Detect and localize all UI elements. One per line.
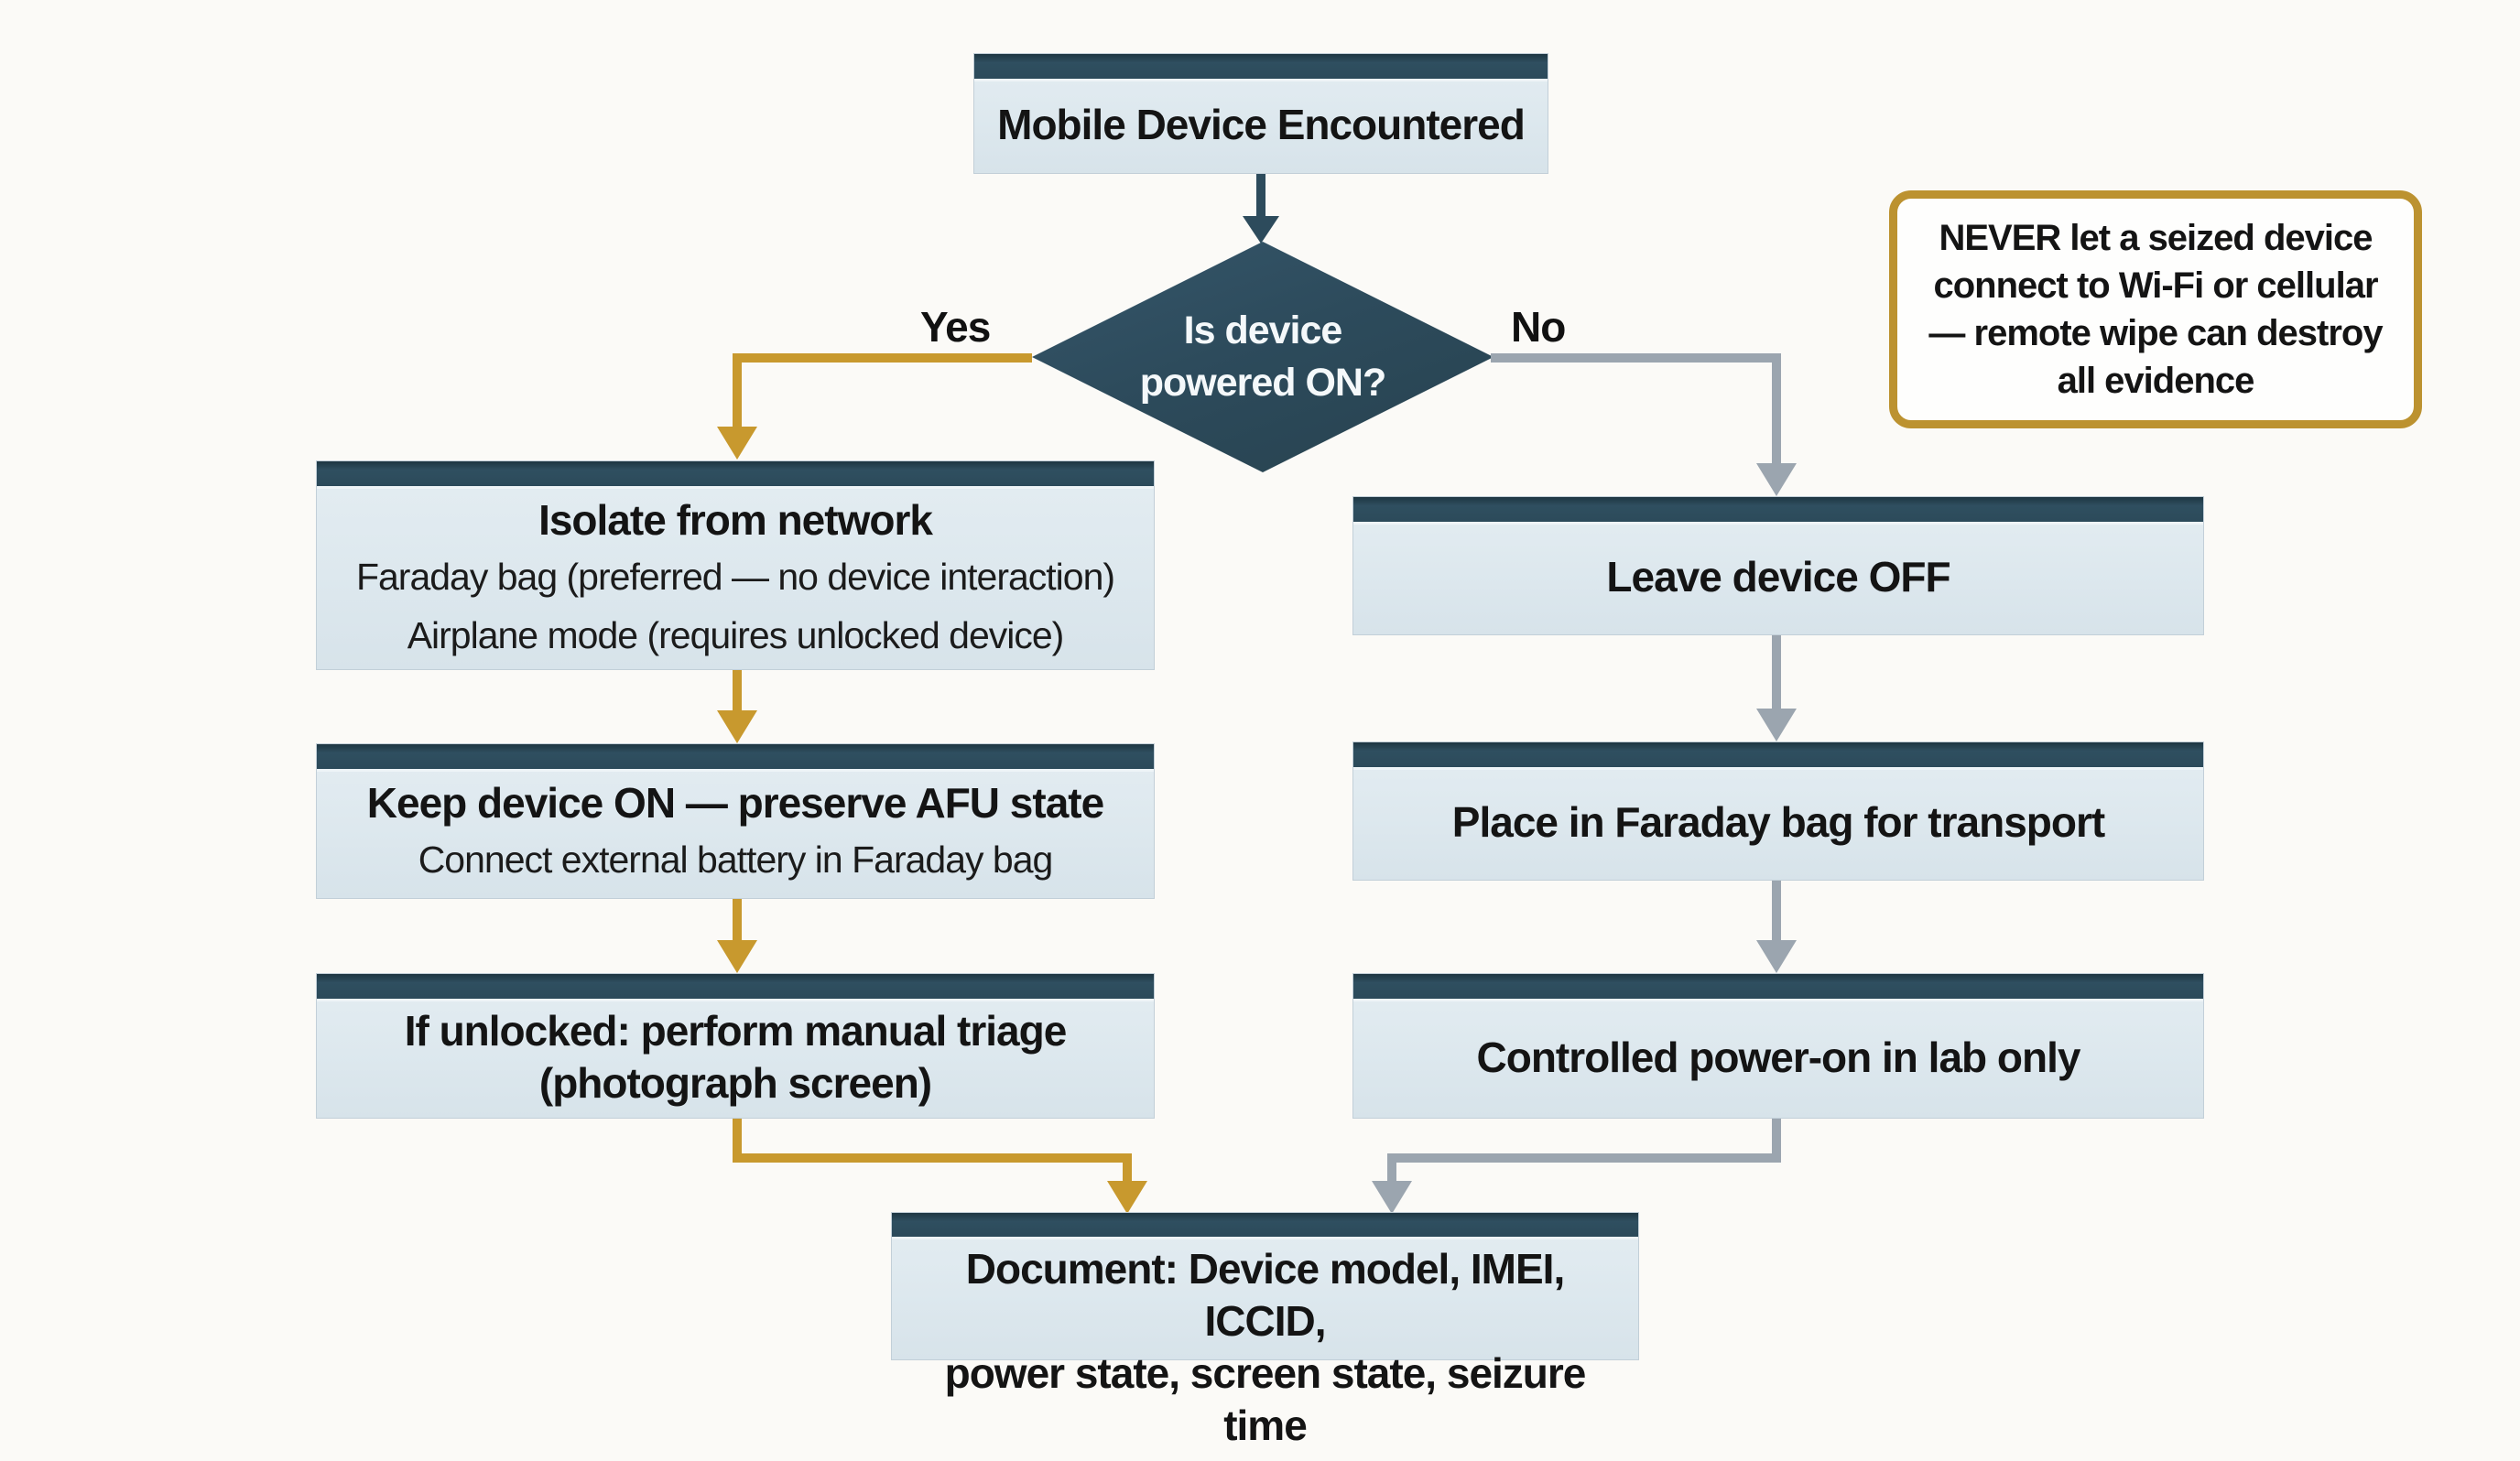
node-header-bar bbox=[317, 974, 1154, 1001]
node-title-line-1: Document: Device model, IMEI, ICCID, bbox=[965, 1245, 1565, 1345]
node-title-line-2: power state, screen state, seizure time bbox=[944, 1349, 1587, 1449]
yes-branch-vertical-line bbox=[733, 353, 742, 427]
left-branch-elbow-horizontal-line bbox=[733, 1153, 1132, 1163]
node-subtext-2: Airplane mode (requires unlocked device) bbox=[407, 614, 1065, 656]
yes-branch-horizontal-line bbox=[733, 353, 1032, 363]
node-subtext-1: Faraday bag (preferred — no device inter… bbox=[355, 556, 1115, 598]
controlled-power-on-node: Controlled power-on in lab only bbox=[1352, 973, 2204, 1119]
node-title: Keep device ON — preserve AFU state bbox=[366, 779, 1104, 827]
arrowhead-down-icon bbox=[1372, 1181, 1412, 1214]
right-branch-elbow-drop-line bbox=[1387, 1153, 1396, 1183]
arrowhead-down-icon bbox=[1756, 463, 1797, 496]
arrowhead-down-icon bbox=[717, 940, 757, 973]
no-branch-horizontal-line bbox=[1491, 353, 1781, 363]
node-header-bar bbox=[974, 54, 1548, 81]
left-branch-elbow-drop-line bbox=[1123, 1153, 1132, 1183]
decision-node: Is device powered ON? bbox=[1032, 242, 1494, 472]
left-branch-connector-line bbox=[733, 899, 742, 942]
decision-line-1: Is device bbox=[1183, 308, 1343, 352]
warning-line-1: NEVER let a seized device bbox=[1939, 218, 2373, 258]
warning-callout: NEVER let a seized device connect to Wi-… bbox=[1889, 190, 2422, 428]
node-title: Place in Faraday bag for transport bbox=[1451, 798, 2105, 846]
faraday-transport-node: Place in Faraday bag for transport bbox=[1352, 741, 2204, 881]
node-title: If unlocked: perform manual triage bbox=[404, 1007, 1068, 1055]
right-branch-connector-line bbox=[1772, 635, 1781, 709]
node-header-bar bbox=[317, 744, 1154, 772]
start-node: Mobile Device Encountered bbox=[973, 53, 1548, 174]
keep-device-on-node: Keep device ON — preserve AFU state Conn… bbox=[316, 743, 1155, 899]
node-header-bar bbox=[1353, 742, 2203, 770]
node-header-bar bbox=[892, 1213, 1638, 1239]
right-branch-connector-line bbox=[1772, 881, 1781, 940]
arrowhead-down-icon bbox=[717, 710, 757, 743]
node-title: Isolate from network bbox=[538, 496, 933, 544]
decision-line-2: powered ON? bbox=[1139, 361, 1387, 405]
arrowhead-down-icon bbox=[1243, 216, 1279, 244]
node-subtext-1: Connect external battery in Faraday bag bbox=[418, 839, 1054, 881]
no-branch-vertical-line bbox=[1772, 353, 1781, 463]
node-header-bar bbox=[1353, 497, 2203, 525]
flowchart-canvas: Mobile Device Encountered Is device powe… bbox=[316, 53, 2422, 1449]
warning-line-2: connect to Wi-Fi or cellular bbox=[1933, 265, 2378, 306]
node-title-line-2: (photograph screen) bbox=[538, 1059, 932, 1107]
left-branch-connector-line bbox=[733, 670, 742, 712]
right-branch-elbow-vertical-line bbox=[1772, 1119, 1781, 1163]
warning-line-3: — remote wipe can destroy bbox=[1928, 313, 2383, 353]
manual-triage-node: If unlocked: perform manual triage (phot… bbox=[316, 973, 1155, 1119]
start-to-decision-line bbox=[1256, 174, 1265, 218]
warning-line-4: all evidence bbox=[2057, 361, 2255, 401]
arrowhead-down-icon bbox=[717, 427, 757, 460]
node-title: Controlled power-on in lab only bbox=[1476, 1033, 2081, 1081]
start-node-title: Mobile Device Encountered bbox=[997, 101, 1526, 148]
arrowhead-down-icon bbox=[1756, 709, 1797, 741]
decision-node-text: Is device powered ON? bbox=[1139, 305, 1387, 409]
isolate-from-network-node: Isolate from network Faraday bag (prefer… bbox=[316, 460, 1155, 670]
arrowhead-down-icon bbox=[1756, 940, 1797, 973]
node-header-bar bbox=[1353, 974, 2203, 1001]
node-title: Leave device OFF bbox=[1606, 553, 1950, 601]
leave-device-off-node: Leave device OFF bbox=[1352, 496, 2204, 635]
right-branch-elbow-horizontal-line bbox=[1387, 1153, 1781, 1163]
no-label: No bbox=[1511, 303, 1566, 351]
left-branch-elbow-vertical-line bbox=[733, 1119, 742, 1163]
arrowhead-down-icon bbox=[1107, 1181, 1147, 1214]
yes-label: Yes bbox=[920, 303, 991, 351]
document-node: Document: Device model, IMEI, ICCID, pow… bbox=[891, 1212, 1639, 1449]
node-header-bar bbox=[317, 461, 1154, 489]
